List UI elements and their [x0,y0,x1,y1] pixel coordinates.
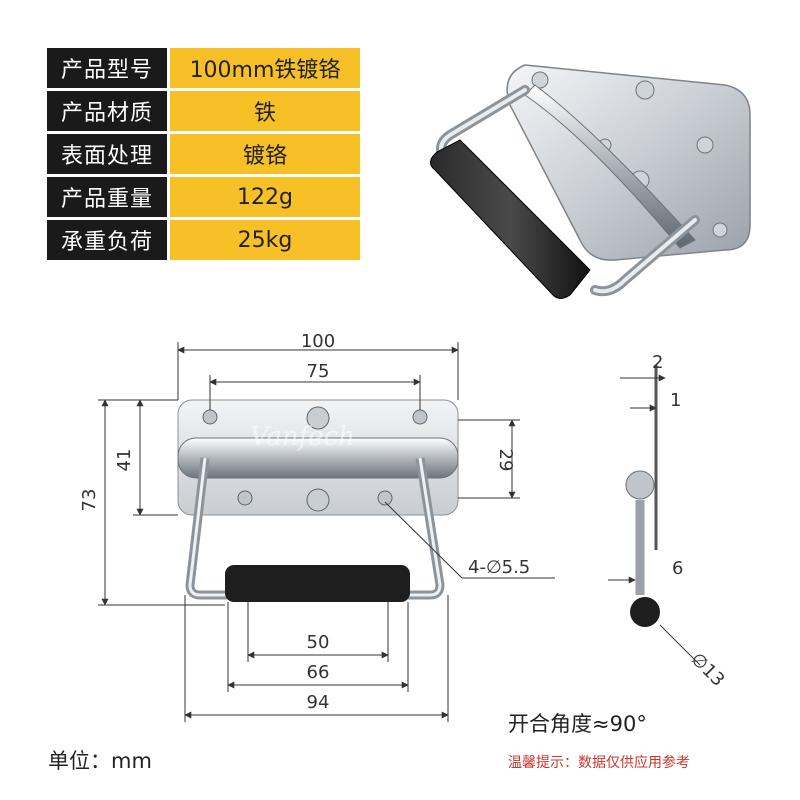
spec-label: 表面处理 [47,134,167,174]
dim-height-41: 41 [114,449,135,472]
hinge-barrel [524,84,696,249]
spec-row-model: 产品型号 100mm铁镀铬 [47,48,360,88]
spec-value: 25kg [170,220,360,260]
spec-label: 产品重量 [47,177,167,217]
spec-value: 镀铬 [170,134,360,174]
spec-row-load: 承重负荷 25kg [47,220,360,260]
disclaimer-note: 温馨提示：数据仅供应用参考 [508,755,690,771]
spec-row-weight: 产品重量 122g [47,177,360,217]
dim-side-6: 6 [672,558,683,579]
spec-row-material: 产品材质 铁 [47,91,360,131]
dim-hole-spacing: 75 [307,361,330,382]
opening-angle-label: 开合角度≈90° [508,712,647,736]
spec-label: 产品型号 [47,48,167,88]
dim-inner-66: 66 [307,662,330,683]
watermark: Vanfech [250,422,355,452]
dim-side-2: 2 [652,352,663,373]
dim-hole-callout: 4-∅5.5 [468,557,530,578]
dim-height-73: 73 [79,489,100,512]
dim-height-29: 29 [495,449,516,472]
spec-row-finish: 表面处理 镀铬 [47,134,360,174]
dim-side-13: ∅13 [686,649,728,691]
front-view: Vanfech [177,399,459,602]
dim-outer-94: 94 [307,692,330,713]
rubber-grip [430,139,591,299]
spec-label: 产品材质 [47,91,167,131]
spec-label: 承重负荷 [47,220,167,260]
dim-side-1: 1 [670,390,681,411]
dim-overall-width: 100 [301,331,335,352]
product-photo [430,64,751,299]
technical-drawing: Vanfech 100 75 73 41 [79,331,729,722]
spec-value: 铁 [170,91,360,131]
dimension-lines [98,342,555,722]
dim-inner-50: 50 [307,632,330,653]
unit-label: 单位：mm [48,749,152,773]
spec-value: 122g [170,177,360,217]
side-view [608,365,701,666]
spec-table: 产品型号 100mm铁镀铬 产品材质 铁 表面处理 镀铬 产品重量 122g 承… [47,48,360,263]
spec-value: 100mm铁镀铬 [170,48,360,88]
